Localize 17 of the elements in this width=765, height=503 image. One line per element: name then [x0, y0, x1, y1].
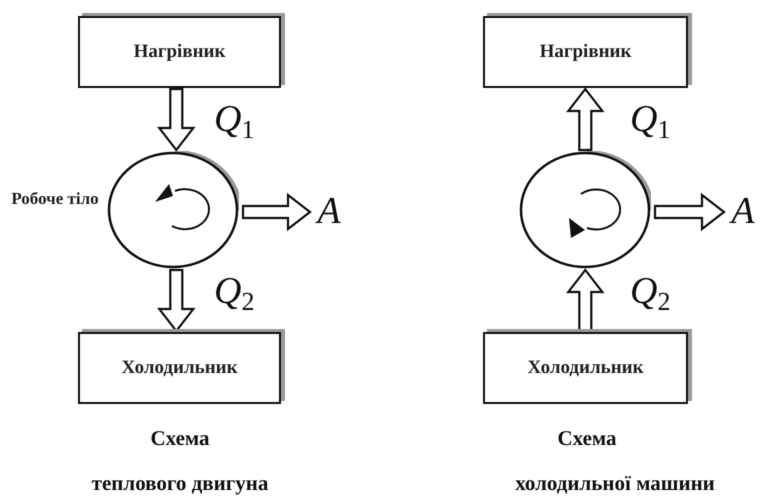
heat-label: Q$_{1}$	[214, 100, 254, 138]
work-symbol: A	[726, 190, 760, 232]
working-body-circle	[107, 151, 239, 269]
caption-text: Схема	[556, 425, 618, 451]
caption-text: холодильної машини	[514, 470, 716, 496]
block-arrow	[566, 87, 605, 152]
heat-label: Q$_{1}$	[630, 100, 670, 138]
work-symbol: A	[312, 190, 346, 232]
block-arrow	[654, 192, 726, 232]
heat-label: Q$_{2}$	[214, 272, 254, 310]
caption-text: Схема	[149, 425, 211, 451]
heat-label: Q$_{2}$	[630, 272, 670, 310]
block-arrow	[242, 192, 312, 232]
caption-text: теплового двигуна	[90, 470, 270, 496]
block-arrow	[157, 88, 196, 152]
node-caption: Робоче тіло	[10, 188, 100, 210]
working-body-circle	[519, 151, 651, 269]
